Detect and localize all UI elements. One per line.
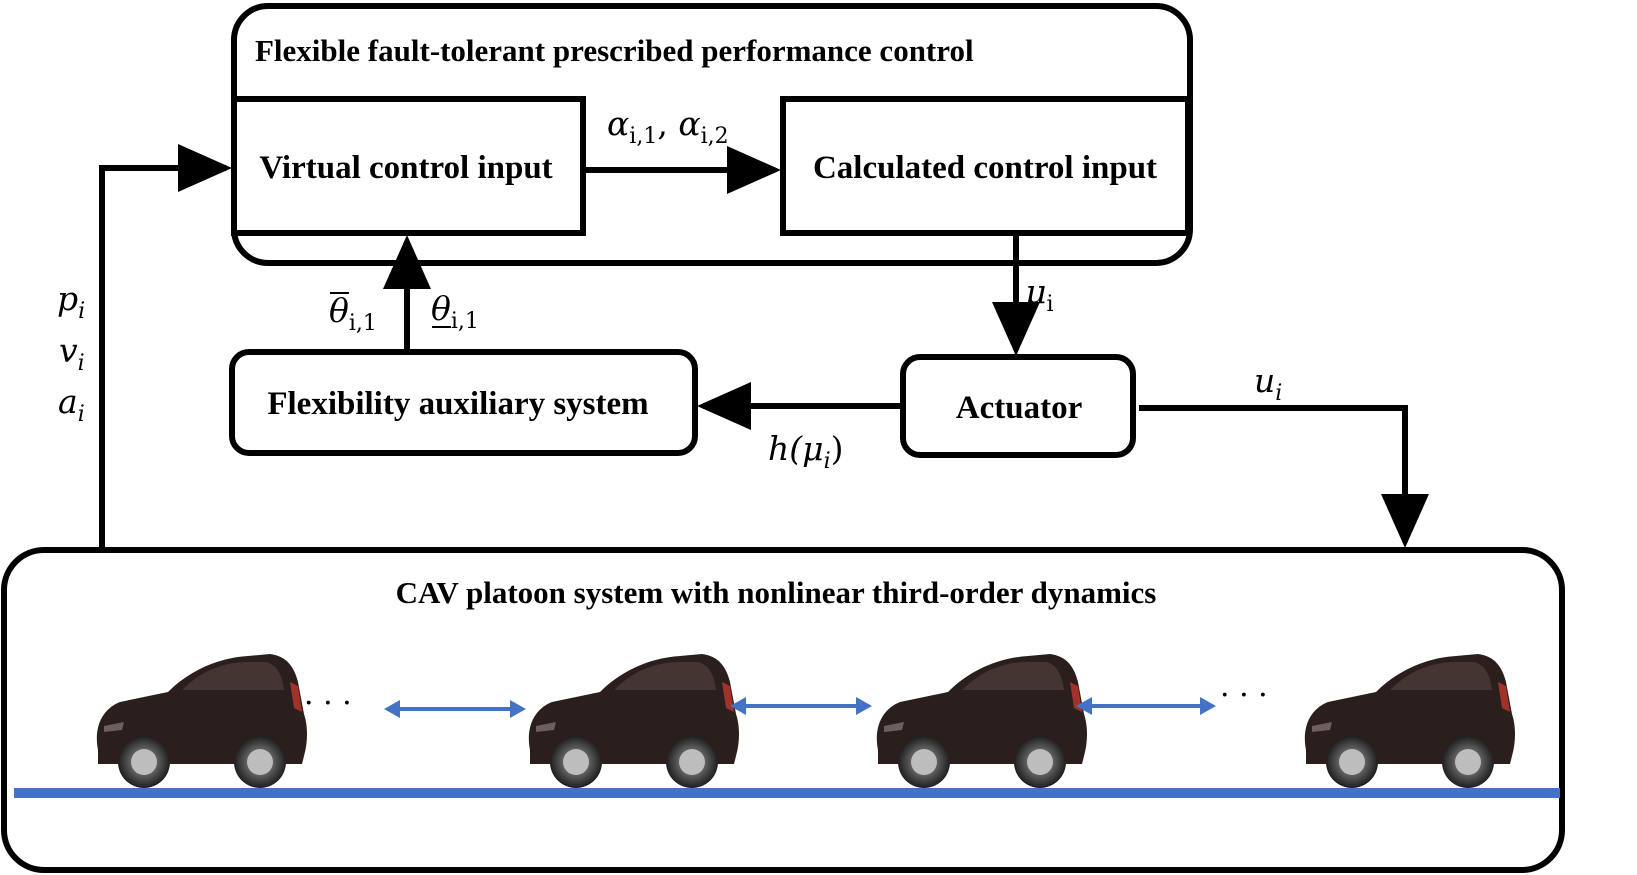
- calculated-control-label: Calculated control input: [813, 150, 1157, 186]
- p-label: pi: [57, 279, 85, 324]
- virtual-control-box: [231, 96, 586, 236]
- spacing-arrow: [730, 697, 872, 715]
- controller-title: Flexible fault-tolerant prescribed perfo…: [255, 33, 974, 68]
- theta-upper-label: θi,1: [329, 291, 377, 336]
- spacing-arrow: [384, 700, 526, 718]
- feedback-state-arrow: [99, 144, 232, 550]
- theta-lower-label: θi,1: [431, 289, 479, 334]
- flexibility-aux-box: [229, 349, 698, 456]
- flexibility-aux-label: Flexibility auxiliary system: [267, 386, 648, 422]
- u-arrow: [1139, 405, 1429, 548]
- actuator-label: Actuator: [956, 390, 1082, 426]
- mu-label: μi: [1025, 272, 1054, 317]
- h-mu-label: h(μi): [768, 429, 844, 474]
- platoon-title: CAV platoon system with nonlinear third-…: [396, 575, 1157, 610]
- u-label: ui: [1254, 361, 1282, 406]
- a-label: ai: [58, 382, 85, 427]
- calculated-control-box: [780, 96, 1191, 236]
- ellipsis-right: · · ·: [1220, 678, 1268, 713]
- v-label: vi: [59, 331, 85, 376]
- spacing-arrow: [1076, 697, 1216, 715]
- alpha-label: αi,1, αi,2: [607, 104, 729, 149]
- road: [14, 788, 1560, 798]
- virtual-control-label: Virtual control input: [259, 150, 552, 186]
- ellipsis-left: · · ·: [304, 686, 352, 721]
